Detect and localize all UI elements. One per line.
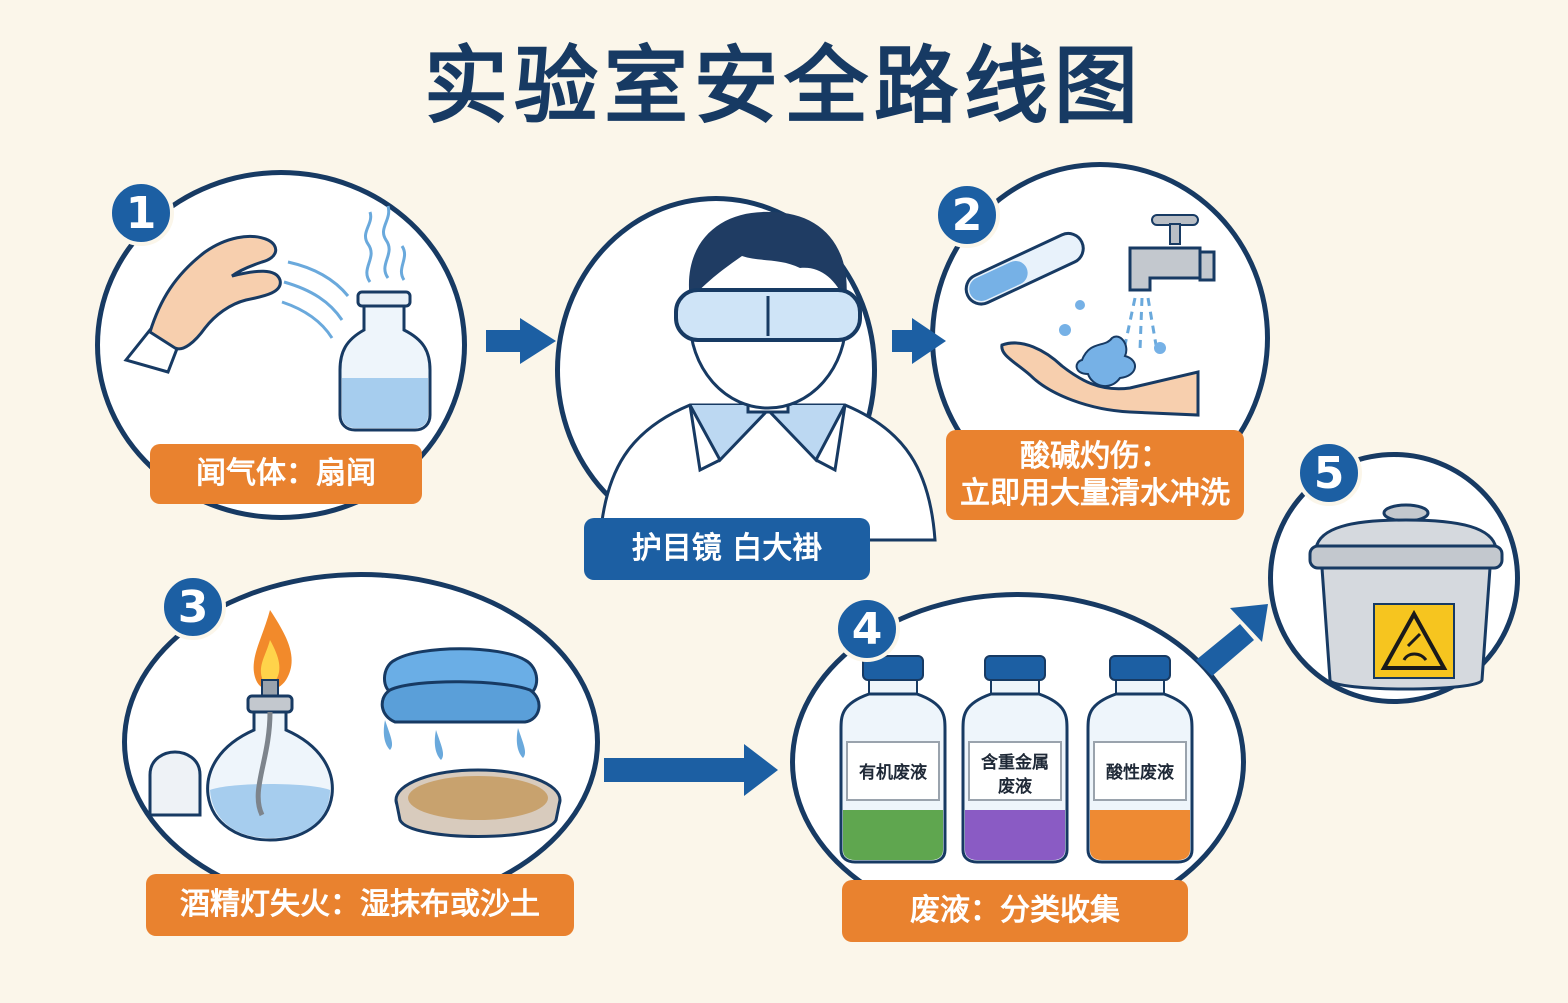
hazard-sign-icon xyxy=(1373,603,1455,679)
test-tube-icon xyxy=(964,231,1085,306)
page-title: 实验室安全路线图 xyxy=(423,37,1144,135)
faucet-icon xyxy=(1128,214,1216,292)
step-5-badge: 5 xyxy=(1296,440,1362,506)
step-3-badge: 3 xyxy=(160,574,226,640)
rinsing-hand-icon xyxy=(1000,341,1200,417)
step-4-badge: 4 xyxy=(834,596,900,662)
step-1-label: 闻气体：扇闻 xyxy=(150,444,422,504)
wet-towel-icon xyxy=(380,647,541,760)
alcohol-lamp-icon xyxy=(206,610,334,842)
waste-bottle-icon: 有机废液 xyxy=(839,655,947,864)
arrow-step3-to-step4 xyxy=(604,744,778,796)
step-3-label: 酒精灯失火：湿抹布或沙土 xyxy=(146,874,574,936)
bottle-label: 酸性废液 xyxy=(1106,762,1174,783)
bottle-label-line2: 废液 xyxy=(998,776,1032,797)
step-4-label: 废液：分类收集 xyxy=(842,880,1188,942)
step-2-label-line2: 立即用大量清水冲洗 xyxy=(960,476,1230,511)
step-2-badge: 2 xyxy=(934,182,1000,248)
center-label: 护目镜 白大褂 xyxy=(584,518,870,580)
bottle-label: 有机废液 xyxy=(859,762,927,783)
gas-bottle-icon xyxy=(338,290,432,432)
step-2-label-line1: 酸碱灼伤： xyxy=(1020,438,1170,474)
step-2-label: 酸碱灼伤： 立即用大量清水冲洗 xyxy=(946,430,1244,520)
sand-dish-icon xyxy=(394,768,562,838)
arrow-step1-to-center xyxy=(486,318,556,364)
arrow-center-to-step2 xyxy=(892,318,946,364)
step-1-badge: 1 xyxy=(108,180,174,246)
waste-bottle-icon: 酸性废液 xyxy=(1086,655,1194,864)
bottle-label: 含重金属 xyxy=(981,752,1049,773)
arrow-step4-to-step5 xyxy=(1196,604,1268,676)
